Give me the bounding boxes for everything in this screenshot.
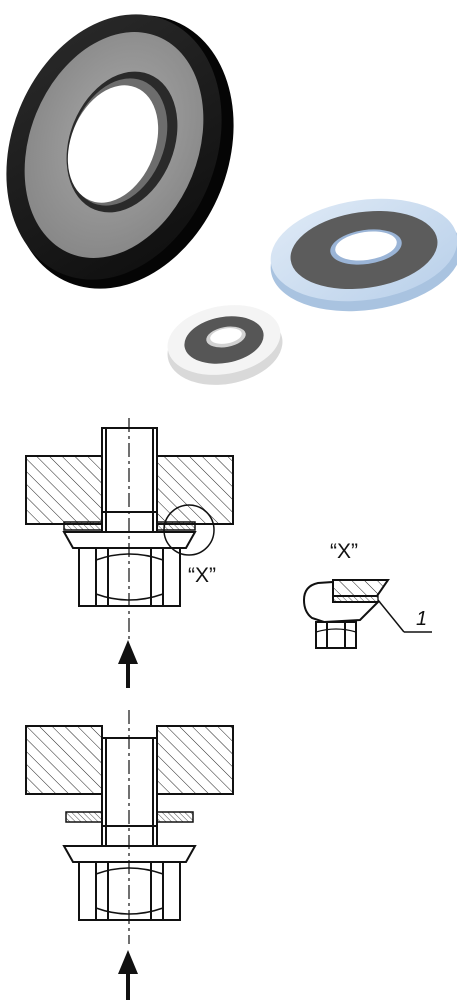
detail-x-label: “X” <box>188 564 216 587</box>
assembled-joint-diagram <box>25 418 234 688</box>
black-seal-washer <box>6 14 234 289</box>
part-number-label: 1 <box>416 608 427 630</box>
detail-x-diagram <box>302 579 432 649</box>
blue-seal-washer <box>270 198 457 312</box>
arrow-up-icon <box>118 640 138 664</box>
detail-x-title: “X” <box>330 540 358 563</box>
exploded-joint-diagram <box>25 710 234 1000</box>
arrow-up-icon <box>118 950 138 974</box>
white-seal-washer <box>167 305 283 385</box>
